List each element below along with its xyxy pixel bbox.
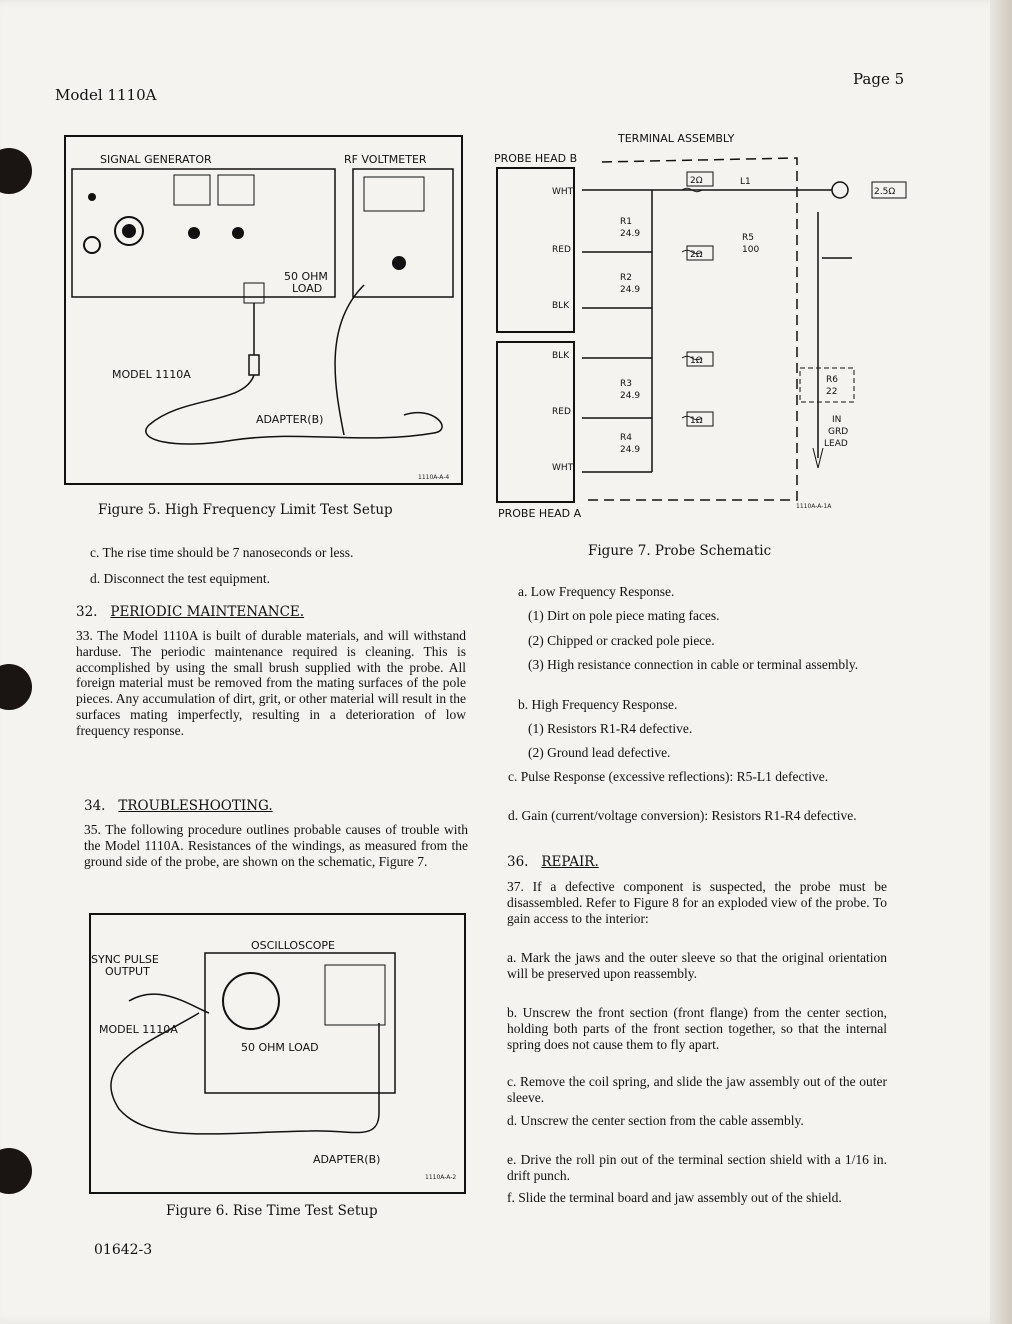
paragraph-33: 33. The Model 1110A is built of durable …: [76, 628, 466, 738]
load-label: 50 OHM LOAD: [241, 1041, 319, 1054]
load-label-1: 50 OHM: [284, 270, 328, 283]
binder-hole: [0, 664, 32, 710]
step-d: d. Disconnect the test equipment.: [90, 571, 270, 586]
signal-generator-box: [71, 168, 336, 298]
section-34-heading: 34. TROUBLESHOOTING.: [84, 798, 273, 814]
signal-generator-label: SIGNAL GENERATOR: [100, 153, 212, 166]
model-label: MODEL 1110A: [112, 368, 191, 381]
step-c: c. The rise time should be 7 nanoseconds…: [90, 545, 354, 560]
svg-text:1Ω: 1Ω: [690, 416, 703, 426]
figure-5-caption: Figure 5. High Frequency Limit Test Setu…: [98, 502, 393, 518]
item-a: a. Low Frequency Response.: [518, 584, 675, 599]
two-point-five-ohm-label: 2.5Ω: [874, 187, 895, 197]
repair-step-e: e. Drive the roll pin out of the termina…: [507, 1152, 887, 1183]
adapter-label: ADAPTER(B): [256, 413, 323, 426]
rf-voltmeter-box: [352, 168, 454, 298]
oscilloscope-box: [204, 952, 396, 1094]
repair-step-c: c. Remove the coil spring, and slide the…: [507, 1074, 887, 1105]
svg-text:WHT: WHT: [552, 463, 574, 473]
item-a3: (3) High resistance connection in cable …: [528, 657, 859, 672]
svg-text:24.9: 24.9: [620, 285, 640, 295]
sync-pulse-label: SYNC PULSE: [91, 953, 159, 966]
item-a2: (2) Chipped or cracked pole piece.: [528, 633, 715, 648]
svg-text:R6: R6: [826, 375, 838, 385]
svg-text:RED: RED: [552, 407, 571, 417]
repair-step-f: f. Slide the terminal board and jaw asse…: [507, 1190, 842, 1205]
repair-step-a: a. Mark the jaws and the outer sleeve so…: [507, 950, 887, 981]
svg-text:1110A-A-1A: 1110A-A-1A: [796, 503, 832, 510]
dial-icon: [114, 216, 144, 246]
doc-number: 01642-3: [94, 1242, 153, 1258]
probe-head-a-label: PROBE HEAD A: [498, 507, 582, 520]
oscilloscope-label: OSCILLOSCOPE: [251, 939, 335, 952]
svg-text:2Ω: 2Ω: [690, 250, 703, 260]
item-b: b. High Frequency Response.: [518, 697, 678, 712]
paragraph-35: 35. The following procedure outlines pro…: [84, 822, 468, 869]
svg-text:BLK: BLK: [552, 301, 570, 311]
meter-icon: [217, 174, 255, 206]
svg-text:24.9: 24.9: [620, 229, 640, 239]
figure-code: 1110A-A-4: [418, 474, 449, 481]
svg-text:GRD: GRD: [828, 427, 848, 437]
svg-text:RED: RED: [552, 245, 571, 255]
svg-text:24.9: 24.9: [620, 445, 640, 455]
section-36-heading: 36. REPAIR.: [507, 854, 599, 870]
page-number: Page 5: [853, 70, 905, 88]
model-label: MODEL 1110A: [99, 1023, 178, 1036]
figure-5-diagram: SIGNAL GENERATOR RF VOLTMETER 50 OHM LOA…: [64, 135, 463, 485]
binder-hole: [0, 148, 32, 194]
sync-output-label: OUTPUT: [105, 965, 150, 978]
section-32-heading: 32. PERIODIC MAINTENANCE.: [76, 604, 305, 620]
paragraph-37: 37. If a defective component is suspecte…: [507, 879, 887, 926]
repair-step-b: b. Unscrew the front section (front flan…: [507, 1005, 887, 1052]
svg-text:IN: IN: [832, 415, 841, 425]
svg-text:22: 22: [826, 387, 837, 397]
figure-7-caption: Figure 7. Probe Schematic: [588, 543, 772, 559]
svg-text:2Ω: 2Ω: [690, 176, 703, 186]
svg-text:BLK: BLK: [552, 351, 570, 361]
svg-text:1Ω: 1Ω: [690, 356, 703, 366]
scope-screen-icon: [222, 972, 280, 1030]
terminal-assembly-label: TERMINAL ASSEMBLY: [617, 132, 735, 145]
model-header: Model 1110A: [55, 86, 157, 104]
svg-text:R3: R3: [620, 379, 632, 389]
svg-text:R1: R1: [620, 217, 632, 227]
page-edge: [990, 0, 1012, 1324]
probe-head-b-label: PROBE HEAD B: [494, 152, 577, 165]
item-a1: (1) Dirt on pole piece mating faces.: [528, 608, 720, 623]
svg-text:100: 100: [742, 245, 759, 255]
binder-hole: [0, 1148, 32, 1194]
figure-7-schematic: TERMINAL ASSEMBLY PROBE HEAD B 2.5Ω 2Ω 2…: [494, 132, 907, 520]
figure-6-diagram: OSCILLOSCOPE SYNC PULSE OUTPUT MODEL 111…: [89, 913, 466, 1194]
item-b2: (2) Ground lead defective.: [528, 745, 671, 760]
repair-step-d: d. Unscrew the center section from the c…: [507, 1113, 804, 1128]
svg-text:1110A-A-2: 1110A-A-2: [425, 1174, 456, 1181]
svg-text:R4: R4: [620, 433, 632, 443]
item-d: d. Gain (current/voltage conversion): Re…: [508, 808, 857, 823]
rf-voltmeter-label: RF VOLTMETER: [344, 153, 427, 166]
svg-text:R2: R2: [620, 273, 632, 283]
svg-text:LEAD: LEAD: [824, 439, 848, 449]
item-c: c. Pulse Response (excessive reflections…: [508, 769, 829, 784]
svg-text:WHT: WHT: [552, 187, 574, 197]
svg-text:24.9: 24.9: [620, 391, 640, 401]
item-b1: (1) Resistors R1-R4 defective.: [528, 721, 693, 736]
meter-icon: [173, 174, 211, 206]
figure-6-caption: Figure 6. Rise Time Test Setup: [166, 1203, 378, 1219]
load-label-2: LOAD: [292, 282, 322, 295]
svg-text:R5: R5: [742, 233, 754, 243]
meter-icon: [363, 176, 425, 212]
adapter-label: ADAPTER(B): [313, 1153, 380, 1166]
svg-text:L1: L1: [740, 177, 751, 187]
